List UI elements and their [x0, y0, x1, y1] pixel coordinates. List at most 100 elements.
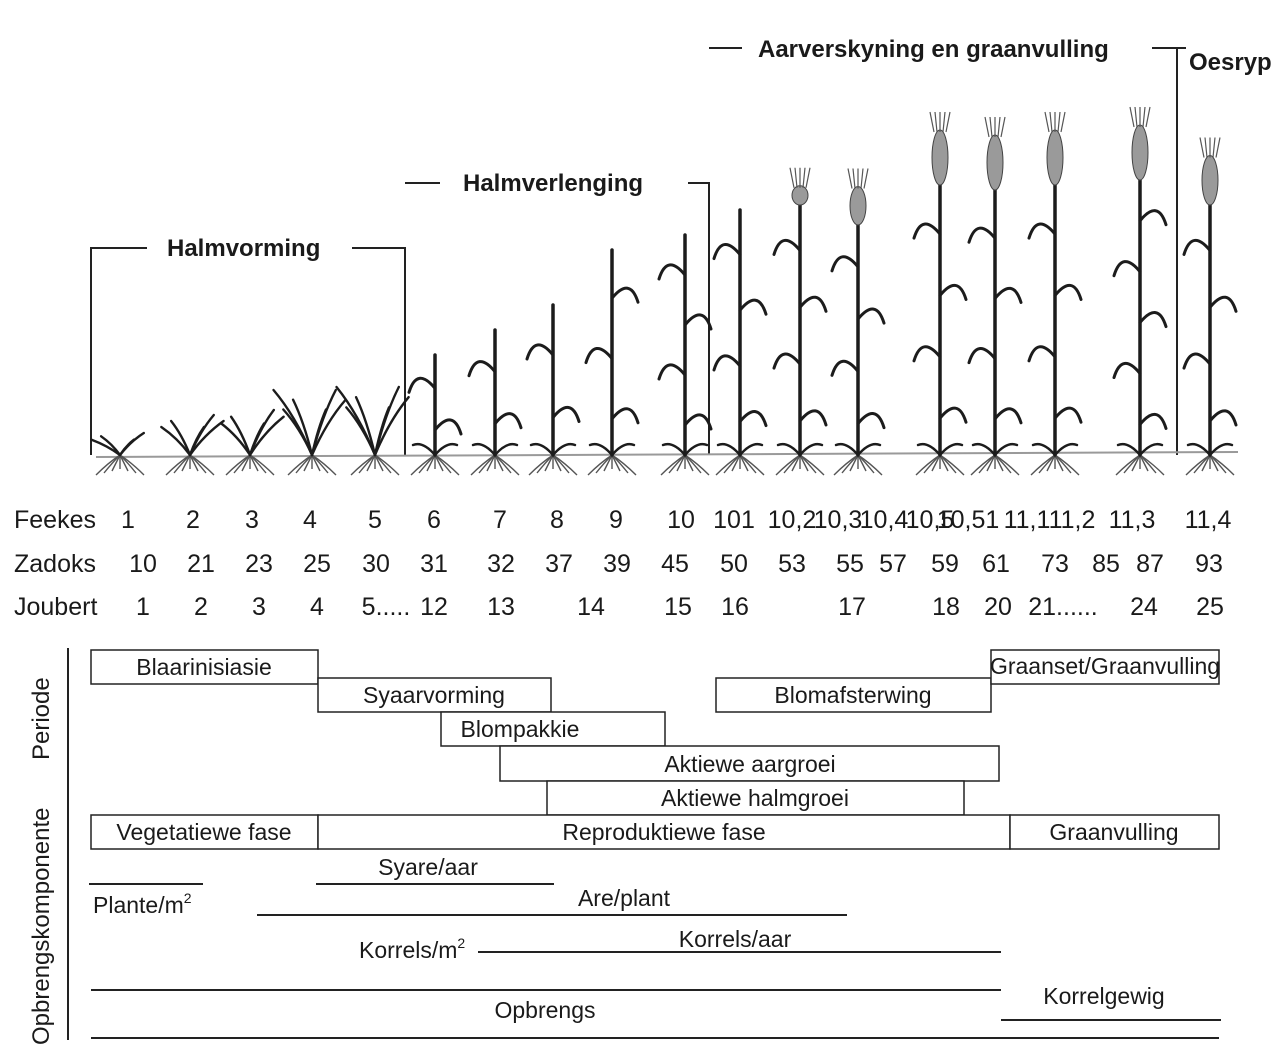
feekes-value-20: 11,4 [1185, 506, 1232, 534]
plant-stage-11 [712, 208, 768, 476]
component-label-syare-aar: Syare/aar [378, 854, 478, 880]
plant-stage-2 [160, 413, 225, 476]
joubert-value-5: 5..... [362, 593, 411, 621]
phase-label-graanvulling: Graanvulling [1049, 819, 1178, 845]
joubert-value-9: 15 [664, 593, 692, 621]
stage-title-halmvorming: Halmvorming [167, 235, 320, 262]
zadoks-value-16: 61 [982, 550, 1010, 578]
period-label-syaarvorming: Syaarvorming [363, 682, 505, 708]
feekes-value-10: 10 [667, 506, 695, 534]
plant-stage-14 [912, 111, 968, 476]
zadoks-value-17: 73 [1041, 550, 1069, 578]
feekes-value-11: 101 [713, 506, 755, 534]
plant-stage-8 [525, 303, 581, 476]
feekes-value-15: 10,5 [906, 506, 955, 534]
zadoks-value-5: 30 [362, 550, 390, 578]
feekes-value-9: 9 [609, 506, 623, 534]
joubert-value-12: 18 [932, 593, 960, 621]
feekes-value-12: 10,2 [768, 506, 817, 534]
plant-stage-12 [772, 167, 828, 476]
joubert-scale-label: Joubert [14, 593, 97, 621]
zadoks-value-10: 45 [661, 550, 689, 578]
plant-illustrations [90, 106, 1238, 476]
phase-box-graanvulling [1009, 814, 1220, 850]
plant-stage-5 [335, 385, 410, 476]
zadoks-value-13: 55 [836, 550, 864, 578]
feekes-scale-label: Feekes [14, 506, 96, 534]
joubert-value-10: 16 [721, 593, 749, 621]
feekes-value-6: 6 [427, 506, 441, 534]
feekes-value-14: 10,4 [860, 506, 909, 534]
feekes-value-17: 11,1 [1004, 506, 1051, 534]
joubert-value-14: 21...... [1028, 593, 1097, 621]
zadoks-scale-label: Zadoks [14, 550, 96, 578]
joubert-value-15: 24 [1130, 593, 1158, 621]
stage-title-halmverlenging: Halmverlenging [463, 170, 643, 197]
zadoks-value-6: 31 [420, 550, 448, 578]
period-box-syaarvorming [317, 677, 552, 713]
period-label-blompakkie: Blompakkie [461, 716, 580, 742]
plant-stage-9 [584, 248, 640, 476]
component-label-korrels-aar: Korrels/aar [679, 926, 792, 952]
joubert-value-2: 2 [194, 593, 208, 621]
zadoks-value-1: 10 [129, 550, 157, 578]
joubert-value-16: 25 [1196, 593, 1224, 621]
zadoks-value-2: 21 [187, 550, 215, 578]
period-label-graanset: Graanset/Graanvulling [990, 653, 1220, 679]
feekes-value-16: 10,51 [937, 506, 1000, 534]
component-label-plante-m2: Plante/m2 [93, 890, 192, 918]
plant-stage-15 [967, 116, 1023, 476]
zadoks-value-18: 85 [1092, 550, 1120, 578]
feekes-value-3: 3 [245, 506, 259, 534]
zadoks-value-12: 53 [778, 550, 806, 578]
component-label-korrelgewig: Korrelgewig [1043, 983, 1164, 1009]
stage-title-oesryp: Oesryp [1189, 49, 1272, 76]
joubert-value-11: 17 [838, 593, 866, 621]
period-box-aktiewe-aargroei [499, 745, 1000, 782]
plant-stage-13 [830, 168, 886, 476]
zadoks-value-15: 59 [931, 550, 959, 578]
zadoks-value-3: 23 [245, 550, 273, 578]
feekes-value-18: 11,2 [1049, 506, 1096, 534]
stage-brackets [90, 47, 1186, 455]
joubert-value-4: 4 [310, 593, 324, 621]
plant-stage-4 [272, 388, 347, 476]
feekes-value-4: 4 [303, 506, 317, 534]
phase-box-vegetatiewe [90, 814, 319, 850]
zadoks-value-8: 37 [545, 550, 573, 578]
zadoks-value-11: 50 [720, 550, 748, 578]
period-box-blompakkie [440, 711, 666, 747]
plante-m2-superscript: 2 [184, 890, 192, 906]
ground-line [95, 451, 1239, 458]
period-box-graanset [990, 649, 1220, 685]
period-box-aktiewe-halmgroei [546, 780, 965, 816]
joubert-value-8: 14 [577, 593, 605, 621]
zadoks-value-19: 87 [1136, 550, 1164, 578]
stage-title-aarverskyning: Aarverskyning en graanvulling [758, 36, 1109, 63]
feekes-value-7: 7 [493, 506, 507, 534]
korrels-m2-superscript: 2 [457, 935, 465, 951]
side-label-opbrengskomponente: Opbrengskomponente [28, 808, 55, 1046]
plant-stage-1 [90, 431, 145, 476]
period-box-blomafsterwing [715, 677, 992, 713]
plant-stage-7 [467, 328, 523, 476]
component-label-korrels-m2: Korrels/m2 [359, 935, 465, 963]
period-label-blaarinisiasie: Blaarinisiasie [136, 654, 272, 680]
zadoks-value-9: 39 [603, 550, 631, 578]
zadoks-value-4: 25 [303, 550, 331, 578]
plant-stage-17 [1112, 106, 1168, 476]
plant-stage-10 [657, 233, 713, 476]
joubert-value-6: 12 [420, 593, 448, 621]
period-label-blomafsterwing: Blomafsterwing [774, 682, 931, 708]
feekes-value-1: 1 [121, 506, 135, 534]
joubert-value-1: 1 [136, 593, 150, 621]
period-label-aktiewe-aargroei: Aktiewe aargroei [664, 751, 835, 777]
phase-label-reproduktiewe: Reproduktiewe fase [562, 819, 765, 845]
phase-label-vegetatiewe: Vegetatiewe fase [116, 819, 291, 845]
joubert-value-13: 20 [984, 593, 1012, 621]
plant-stage-18 [1182, 137, 1238, 476]
